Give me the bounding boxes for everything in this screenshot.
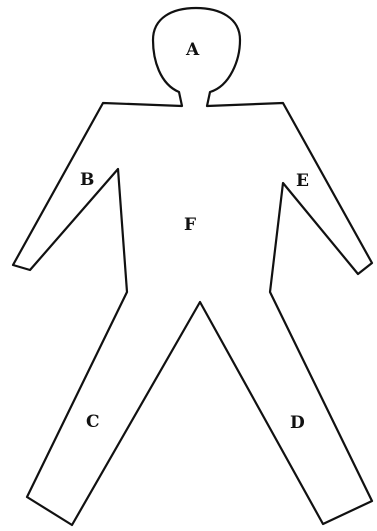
region-label-a: A: [185, 40, 200, 60]
region-label-e: E: [296, 171, 309, 191]
region-label-f: F: [184, 215, 196, 235]
body-outline: [13, 8, 372, 525]
region-label-c: C: [86, 412, 100, 432]
region-label-b: B: [80, 170, 94, 190]
region-label-d: D: [290, 413, 305, 433]
